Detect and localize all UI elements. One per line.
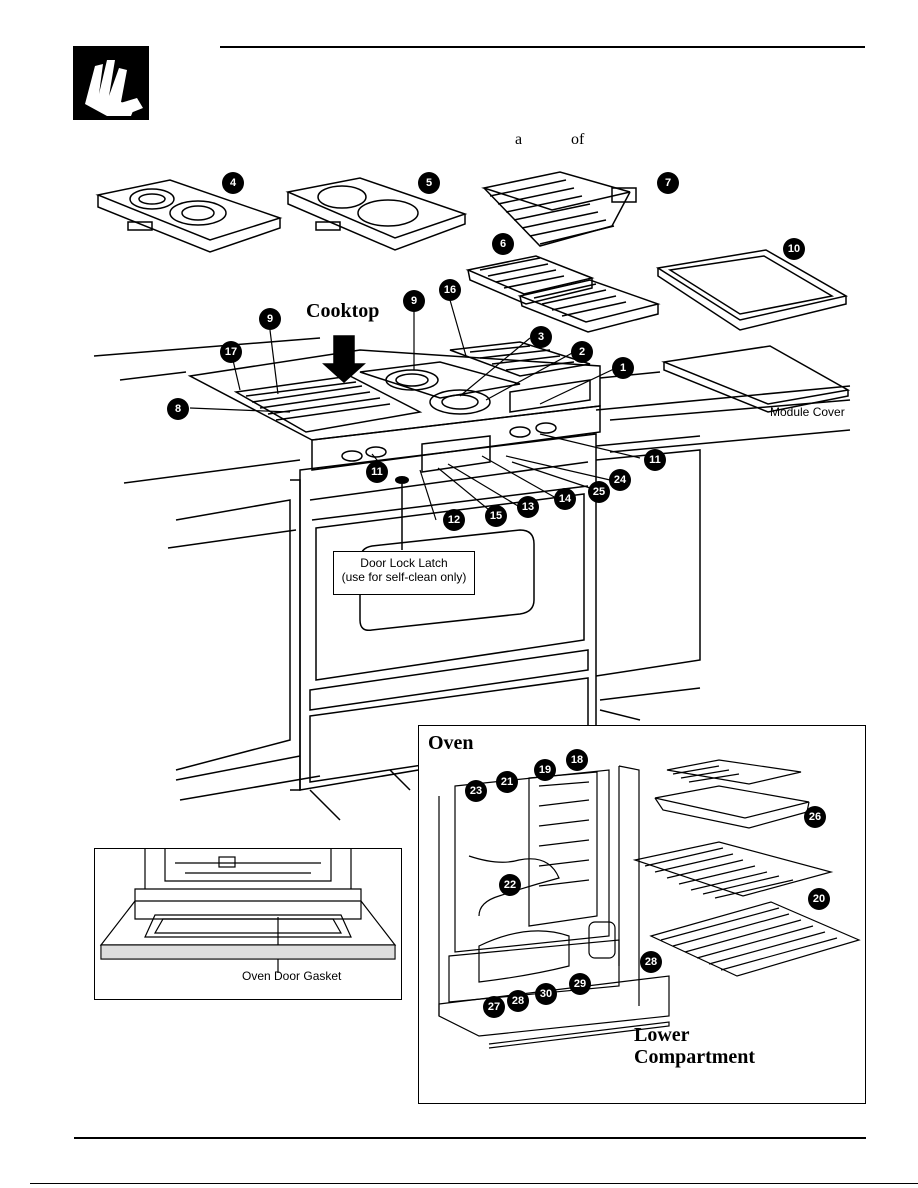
header-fragment-of: of	[571, 131, 585, 148]
callout-24: 24	[609, 469, 631, 491]
header-fragment-a: a	[515, 131, 523, 148]
callout-8: 8	[167, 398, 189, 420]
oven-label: Oven	[428, 732, 474, 754]
callout-15: 15	[485, 505, 507, 527]
callout-18: 18	[566, 749, 588, 771]
callout-17: 17	[220, 341, 242, 363]
callout-30: 30	[535, 983, 557, 1005]
callout-7: 7	[657, 172, 679, 194]
callout-25: 25	[588, 481, 610, 503]
callout-3: 3	[530, 326, 552, 348]
lower-compartment-line2: Compartment	[634, 1046, 756, 1068]
callout-27: 27	[483, 996, 505, 1018]
callout-2: 2	[571, 341, 593, 363]
cooktop-label: Cooktop	[306, 300, 380, 322]
callout-9-cooktop: 9	[403, 290, 425, 312]
callout-1: 1	[612, 357, 634, 379]
callout-19: 19	[534, 759, 556, 781]
callout-4: 4	[222, 172, 244, 194]
door-lock-latch-callout: Door Lock Latch (use for self-clean only…	[333, 551, 475, 595]
callout-5: 5	[418, 172, 440, 194]
hand-pressing-button-icon	[73, 46, 149, 120]
callout-29: 29	[569, 973, 591, 995]
callout-28-left: 28	[507, 990, 529, 1012]
callout-26: 26	[804, 806, 826, 828]
callout-11-right: 11	[644, 449, 666, 471]
callout-20: 20	[808, 888, 830, 910]
oven-door-gasket-label: Oven Door Gasket	[242, 969, 342, 983]
callout-16: 16	[439, 279, 461, 301]
door-lock-latch-line2: (use for self-clean only)	[341, 570, 467, 584]
footer-rule	[74, 1137, 866, 1139]
callout-9-left: 9	[259, 308, 281, 330]
callout-21: 21	[496, 771, 518, 793]
callout-12: 12	[443, 509, 465, 531]
module-cover-label: Module Cover	[770, 405, 845, 419]
callout-22: 22	[499, 874, 521, 896]
callout-6: 6	[492, 233, 514, 255]
oven-lower-compartment-box	[418, 725, 866, 1104]
callout-11-left: 11	[366, 461, 388, 483]
callout-10: 10	[783, 238, 805, 260]
door-lock-latch-line1: Door Lock Latch	[360, 556, 448, 570]
lower-compartment-label: Lower Compartment	[634, 1024, 755, 1068]
header-rule	[220, 46, 865, 48]
callout-14: 14	[554, 488, 576, 510]
oven-door-gasket-inset	[94, 848, 402, 1000]
page-edge-rule	[30, 1183, 918, 1184]
lower-compartment-line1: Lower	[634, 1024, 690, 1046]
callout-23: 23	[465, 780, 487, 802]
callout-28-right: 28	[640, 951, 662, 973]
callout-13: 13	[517, 496, 539, 518]
